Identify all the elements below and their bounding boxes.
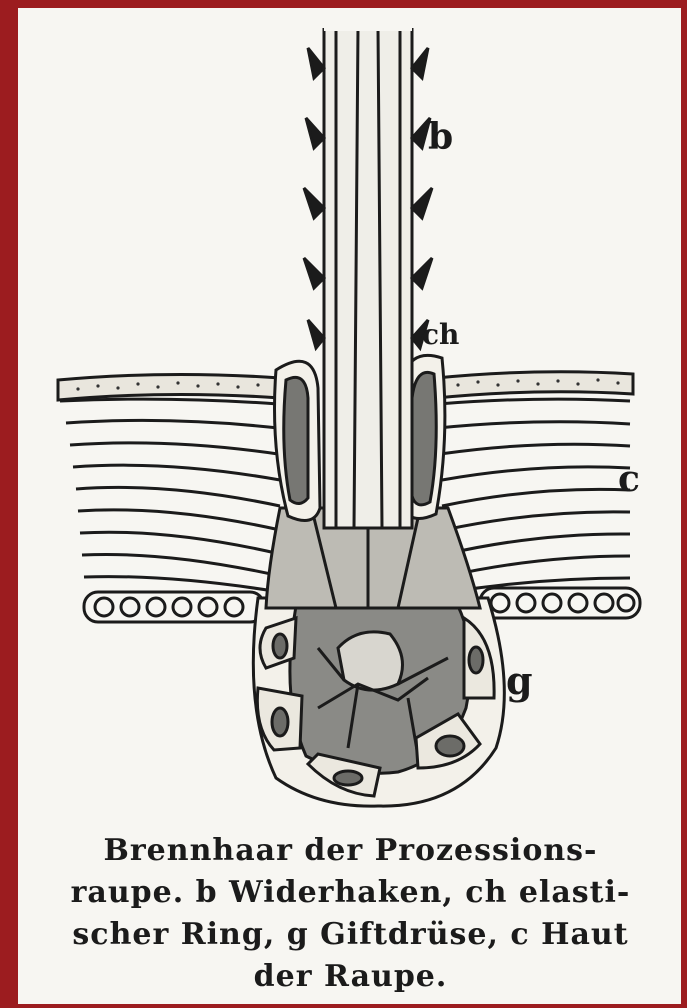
caption-line-2: raupe. b Widerhaken, ch elasti-: [38, 872, 663, 914]
label-g: g: [506, 658, 533, 703]
caption-line-4: der Raupe.: [38, 956, 663, 998]
skin-layer-left: [60, 399, 280, 592]
label-b: b: [428, 116, 453, 158]
poison-gland: [253, 598, 504, 806]
hair-shaft: [304, 28, 432, 528]
label-ch: ch: [422, 318, 459, 351]
label-c: c: [618, 458, 640, 500]
caption-line-1: Brennhaar der Prozessions-: [38, 830, 663, 872]
stinging-hair-diagram: [18, 8, 681, 828]
caption-line-3: scher Ring, g Giftdrüse, c Haut: [38, 914, 663, 956]
figure-caption: Brennhaar der Prozessions- raupe. b Wide…: [38, 830, 663, 998]
illustration-frame: b ch c g Brennhaar der Prozessions- raup…: [18, 8, 681, 1004]
